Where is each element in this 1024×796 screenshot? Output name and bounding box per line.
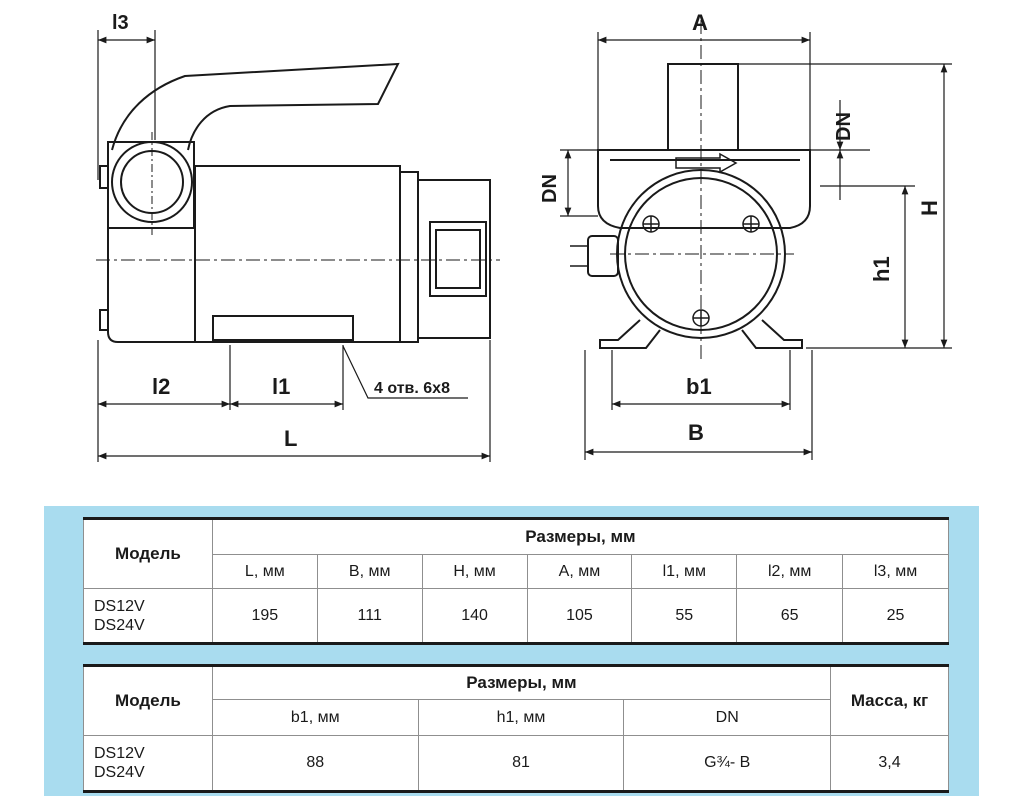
col-A: A, мм [526, 554, 633, 589]
value-L: 195 [211, 588, 318, 645]
dim-l3-label: l3 [112, 12, 129, 34]
base-plate [212, 315, 354, 341]
value-DN: G¾- B [623, 735, 832, 793]
model-header: Модель [83, 664, 213, 736]
value-h1: 81 [417, 735, 625, 793]
dim-DN-right-label: DN [833, 112, 855, 141]
model-name: DS24V [94, 616, 145, 634]
pump-body [107, 228, 196, 343]
model-cell: DS12V DS24V [83, 588, 213, 645]
col-l3: l3, мм [842, 554, 949, 589]
dim-H-label: H [917, 200, 942, 216]
switch-box [429, 221, 487, 297]
flow-arrow-icon [675, 152, 738, 174]
table-row: DS12V DS24V 88 81 G¾- B 3,4 [83, 735, 949, 793]
value-l3: 25 [842, 588, 949, 645]
col-l1: l1, мм [631, 554, 738, 589]
dim-l1-label: l1 [272, 374, 290, 399]
dim-B-label: B [688, 420, 704, 445]
col-DN: DN [623, 699, 832, 736]
value-b1: 88 [211, 735, 419, 793]
mass-header: Масса, кг [830, 664, 949, 736]
mount-foot-right [741, 319, 803, 349]
bolt-icon [642, 215, 760, 327]
cable-gland [587, 235, 619, 277]
dim-DN-left-label: DN [539, 174, 561, 203]
value-H: 140 [421, 588, 528, 645]
col-H: H, мм [421, 554, 528, 589]
value-B: 111 [316, 588, 423, 645]
dim-b1-label: b1 [686, 374, 712, 399]
pump-housing [597, 149, 811, 229]
holes-callout: 4 отв. 6х8 [374, 380, 450, 397]
dim-A-label: A [692, 10, 708, 35]
dim-l2-label: l2 [152, 374, 170, 399]
dimensions-table: Модель Размеры, мм L, мм B, мм H, мм A, … [83, 517, 950, 645]
col-h1: h1, мм [417, 699, 625, 736]
value-mass: 3,4 [830, 735, 949, 793]
col-b1: b1, мм [211, 699, 419, 736]
technical-drawing: l3 l2 l1 L 4 отв. 6х8 [96, 10, 952, 462]
col-B: B, мм [316, 554, 423, 589]
col-l2: l2, мм [736, 554, 844, 589]
dim-h1-label: h1 [869, 256, 894, 282]
mount-foot-left [599, 319, 661, 349]
front-view [570, 20, 811, 360]
value-A: 105 [526, 588, 633, 645]
dimensions-header: Размеры, мм [211, 664, 832, 700]
table-row: DS12V DS24V 195 111 140 105 55 65 25 [83, 588, 949, 645]
dim-L-label: L [284, 426, 297, 451]
outlet-pipe [667, 63, 739, 151]
model-name: DS24V [94, 764, 145, 781]
mass-table: Модель Размеры, мм Масса, кг b1, мм h1, … [83, 664, 949, 793]
pump-handle [111, 62, 400, 151]
model-name: DS12V [94, 745, 145, 762]
side-view [96, 62, 500, 343]
value-l1: 55 [631, 588, 738, 645]
dimensions-header: Размеры, мм [211, 517, 950, 555]
value-l2: 65 [736, 588, 844, 645]
model-header: Модель [83, 517, 213, 589]
model-name: DS12V [94, 597, 145, 615]
col-L: L, мм [211, 554, 318, 589]
model-cell: DS12V DS24V [83, 735, 213, 793]
